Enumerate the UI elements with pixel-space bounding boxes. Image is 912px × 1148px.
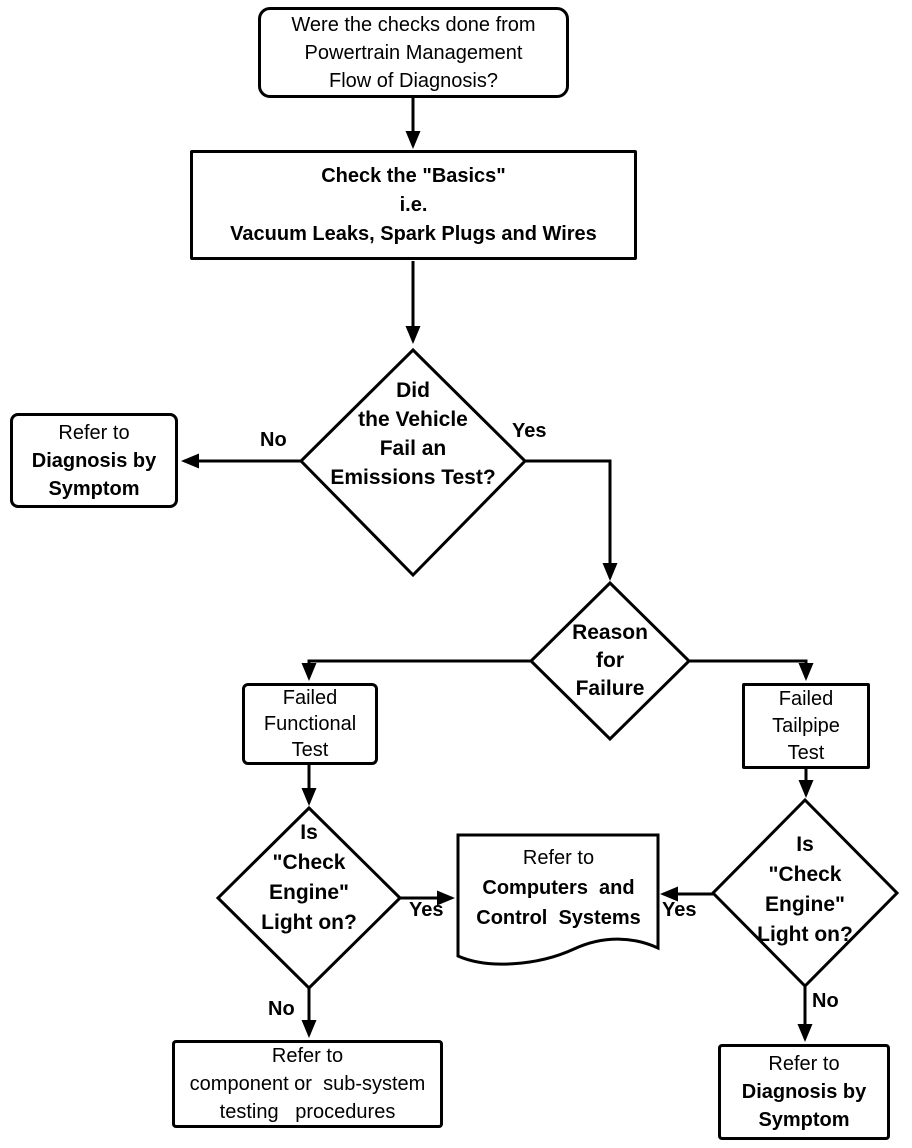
- node-text-line: "Check: [272, 851, 346, 874]
- node-reason-for-failure-text: Reason for Failure: [510, 619, 710, 703]
- node-text-line: Is: [300, 821, 318, 844]
- node-text-line: Refer to: [271, 1045, 344, 1067]
- node-text-line: testing procedures: [219, 1101, 396, 1123]
- node-text-line: Flow of Diagnosis?: [329, 69, 498, 92]
- refer-computers-document-shape: [456, 833, 660, 966]
- node-refer-component-testing: Refer to component or sub-system testing…: [172, 1040, 443, 1128]
- node-text-line: Did: [396, 379, 430, 402]
- node-check-basics: Check the "Basics" i.e. Vacuum Leaks, Sp…: [190, 150, 637, 260]
- node-text-line: Diagnosis by: [741, 1081, 867, 1103]
- edge-label-check-engine-left-no: No: [268, 998, 295, 1020]
- node-text-line: Check the "Basics": [321, 164, 506, 187]
- node-text-line: "Check: [768, 863, 842, 886]
- emissions-test-decision-shape: [298, 347, 528, 578]
- node-text-line: Engine": [269, 881, 349, 904]
- node-text-line: Control Systems: [476, 907, 641, 929]
- node-text-line: i.e.: [399, 193, 428, 216]
- node-text-line: Computers and: [482, 877, 635, 899]
- node-text-line: Light on?: [757, 923, 853, 946]
- node-start-question: Were the checks done from Powertrain Man…: [258, 7, 569, 98]
- node-text-line: Is: [796, 833, 814, 856]
- edge-label-check-engine-left-yes: Yes: [409, 899, 444, 921]
- node-text-line: Test: [291, 739, 329, 761]
- node-text-line: Failed: [778, 687, 834, 710]
- node-refer-diagnosis-by-symptom-right: Refer to Diagnosis by Symptom: [718, 1044, 890, 1140]
- node-check-engine-left-text: Is "Check Engine" Light on?: [199, 818, 419, 938]
- node-text-line: Failure: [575, 677, 645, 700]
- node-refer-diagnosis-by-symptom-left: Refer to Diagnosis by Symptom: [10, 413, 178, 508]
- edge-label-check-engine-right-no: No: [812, 990, 839, 1012]
- reason-for-failure-decision-shape: [528, 580, 692, 742]
- node-text-line: Engine": [765, 893, 845, 916]
- node-check-engine-right-text: Is "Check Engine" Light on?: [695, 830, 912, 950]
- node-failed-tailpipe-test: Failed Tailpipe Test: [742, 683, 870, 769]
- node-text-line: Vacuum Leaks, Spark Plugs and Wires: [230, 222, 597, 245]
- node-text-line: the Vehicle: [358, 408, 468, 431]
- node-emissions-test-text: Did the Vehicle Fail an Emissions Test?: [283, 376, 543, 492]
- node-text-line: Diagnosis by: [31, 449, 157, 472]
- node-text-line: Symptom: [758, 1109, 850, 1131]
- edge-label-emissions-no: No: [260, 429, 287, 451]
- edge-label-emissions-yes: Yes: [512, 420, 547, 442]
- node-text-line: Failed: [282, 687, 338, 709]
- node-text-line: Refer to: [58, 421, 130, 444]
- edge-label-check-engine-right-yes: Yes: [662, 899, 697, 921]
- edge-emissions-yes-to-reason: [523, 459, 618, 581]
- node-text-line: Refer to: [522, 847, 595, 869]
- node-text-line: Tailpipe: [772, 714, 840, 737]
- edge-reason-to-tailpipe: [687, 659, 814, 681]
- node-text-line: Emissions Test?: [330, 466, 496, 489]
- node-text-line: Reason: [572, 621, 648, 644]
- node-text-line: Powertrain Management: [304, 41, 523, 64]
- check-engine-right-decision-shape: [710, 797, 900, 989]
- node-text-line: component or sub-system: [189, 1073, 426, 1095]
- node-text-line: Refer to: [768, 1053, 840, 1075]
- node-text-line: Functional: [263, 713, 357, 735]
- node-text-line: Light on?: [261, 911, 357, 934]
- node-text-line: Test: [787, 741, 825, 764]
- node-text-line: Symptom: [48, 477, 140, 500]
- node-text-line: for: [596, 649, 624, 672]
- node-text-line: Were the checks done from: [291, 13, 536, 36]
- check-engine-left-decision-shape: [215, 805, 403, 991]
- edge-reason-to-functional: [301, 659, 533, 681]
- node-refer-computers-text: Refer to Computers and Control Systems: [462, 843, 655, 933]
- node-failed-functional-test: Failed Functional Test: [242, 683, 378, 765]
- node-text-line: Fail an: [379, 437, 447, 460]
